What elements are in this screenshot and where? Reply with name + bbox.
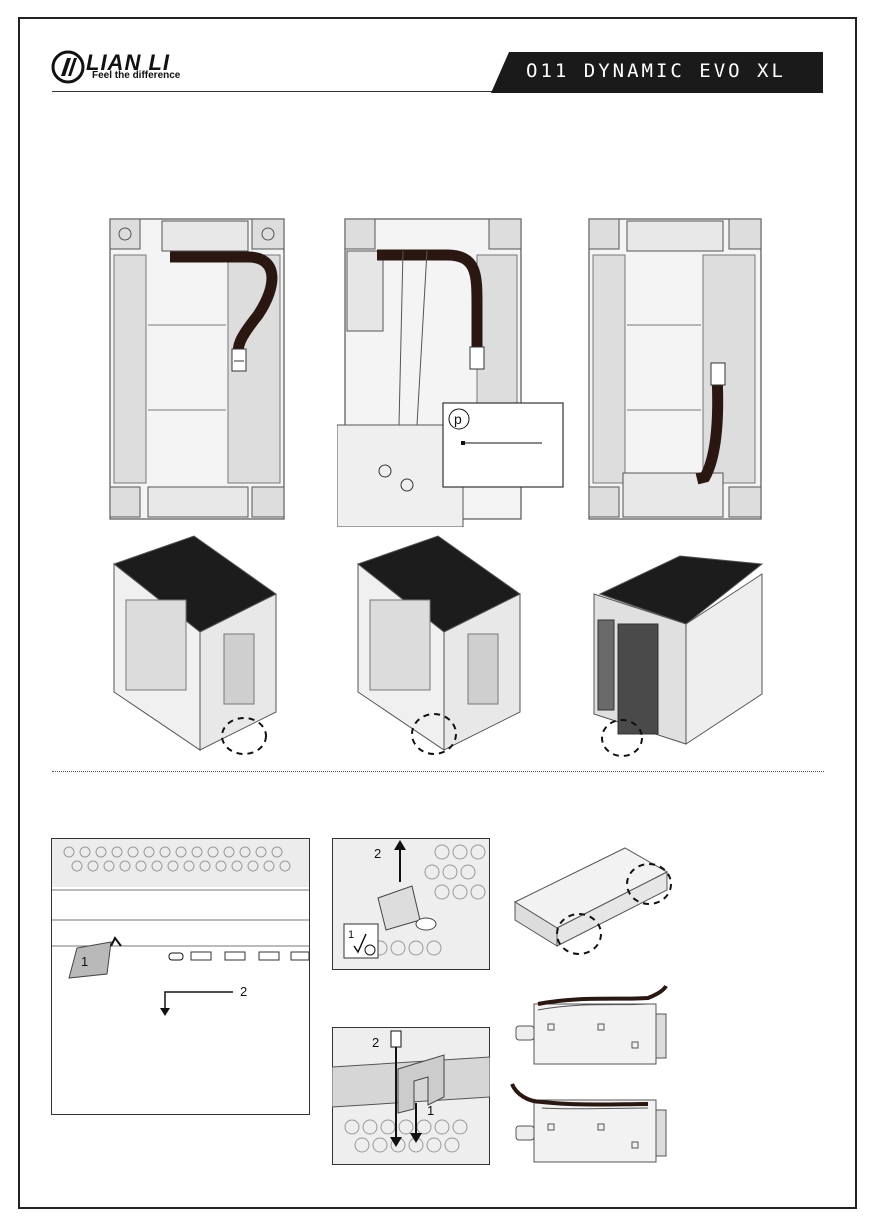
- screw-removal-detail: 2 1: [332, 1027, 490, 1165]
- header-rule: [52, 91, 492, 92]
- screw-step-2-label: 2: [372, 1035, 379, 1050]
- connector-board-bottom: [508, 1080, 674, 1168]
- iso-case-view-center: [348, 534, 528, 760]
- iso-case-view-left: [104, 534, 284, 760]
- front-view-cable-right: [587, 215, 767, 527]
- io-panel-detail: 1 2: [51, 838, 311, 1116]
- io-step-2-label: 2: [240, 984, 247, 999]
- front-view-cable-center: p: [337, 215, 567, 527]
- connector-board-top: [508, 984, 674, 1070]
- front-view-cable-left: [108, 215, 288, 527]
- section-divider: [52, 771, 824, 772]
- iso-case-view-right: [590, 534, 770, 760]
- bracket-module-iso: [505, 836, 675, 956]
- screw-step-1-label: 1: [427, 1103, 434, 1118]
- lian-li-logo-icon: [50, 49, 86, 85]
- callout-letter: p: [454, 411, 462, 427]
- model-name: O11 DYNAMIC EVO XL: [526, 60, 786, 82]
- bracket-lift-detail: 2 1: [332, 838, 490, 970]
- clip-step-1-label: 1: [348, 929, 354, 941]
- brand-tagline: Feel the difference: [92, 70, 180, 81]
- io-step-1-label: 1: [81, 954, 88, 969]
- clip-step-2-label: 2: [374, 846, 381, 861]
